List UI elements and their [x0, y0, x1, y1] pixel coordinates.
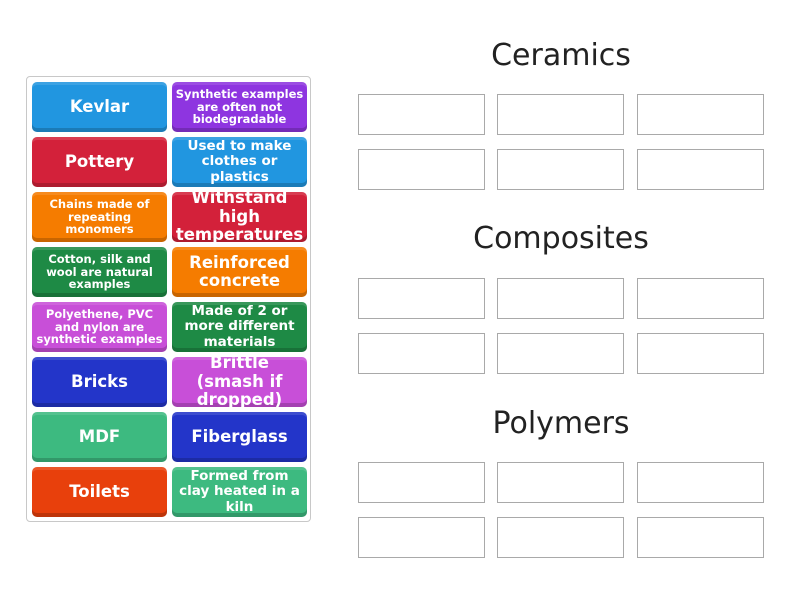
drop-slot[interactable]	[497, 94, 624, 135]
draggable-card[interactable]: Chains made of repeating monomers	[32, 192, 167, 242]
drop-slot[interactable]	[497, 278, 624, 319]
drop-slot[interactable]	[637, 517, 764, 558]
drop-slot[interactable]	[358, 278, 485, 319]
draggable-card[interactable]: Brittle (smash if dropped)	[172, 354, 307, 409]
draggable-card[interactable]: Reinforced concrete	[172, 247, 307, 297]
drop-slot[interactable]	[637, 333, 764, 374]
drop-slot[interactable]	[358, 333, 485, 374]
drop-slot[interactable]	[497, 333, 624, 374]
drop-slot[interactable]	[637, 462, 764, 503]
drop-slot[interactable]	[358, 462, 485, 503]
draggable-card[interactable]: MDF	[32, 412, 167, 462]
draggable-card[interactable]: Used to make clothes or plastics	[172, 137, 307, 187]
draggable-card[interactable]: Withstand high temperatures	[172, 189, 307, 244]
draggable-card[interactable]: Polyethene, PVC and nylon are synthetic …	[32, 302, 167, 352]
draggable-card[interactable]: Formed from clay heated in a kiln	[172, 467, 307, 517]
drop-slot[interactable]	[497, 517, 624, 558]
draggable-card[interactable]: Pottery	[32, 137, 167, 187]
drop-slot[interactable]	[497, 149, 624, 190]
draggable-card[interactable]: Fiberglass	[172, 412, 307, 462]
draggable-card[interactable]: Cotton, silk and wool are natural exampl…	[32, 247, 167, 297]
drop-slot[interactable]	[637, 149, 764, 190]
drop-slot[interactable]	[637, 278, 764, 319]
drop-slot[interactable]	[497, 462, 624, 503]
drop-slot[interactable]	[358, 517, 485, 558]
draggable-card[interactable]: Synthetic examples are often not biodegr…	[172, 82, 307, 132]
group-title-composites: Composites	[473, 221, 649, 256]
drop-slot[interactable]	[637, 94, 764, 135]
draggable-card[interactable]: Kevlar	[32, 82, 167, 132]
drop-slot[interactable]	[358, 94, 485, 135]
draggable-card[interactable]: Bricks	[32, 357, 167, 407]
draggable-card[interactable]: Toilets	[32, 467, 167, 517]
group-title-polymers: Polymers	[492, 406, 630, 441]
draggable-card[interactable]: Made of 2 or more different materials	[172, 302, 307, 352]
drop-slot[interactable]	[358, 149, 485, 190]
group-title-ceramics: Ceramics	[491, 38, 631, 73]
